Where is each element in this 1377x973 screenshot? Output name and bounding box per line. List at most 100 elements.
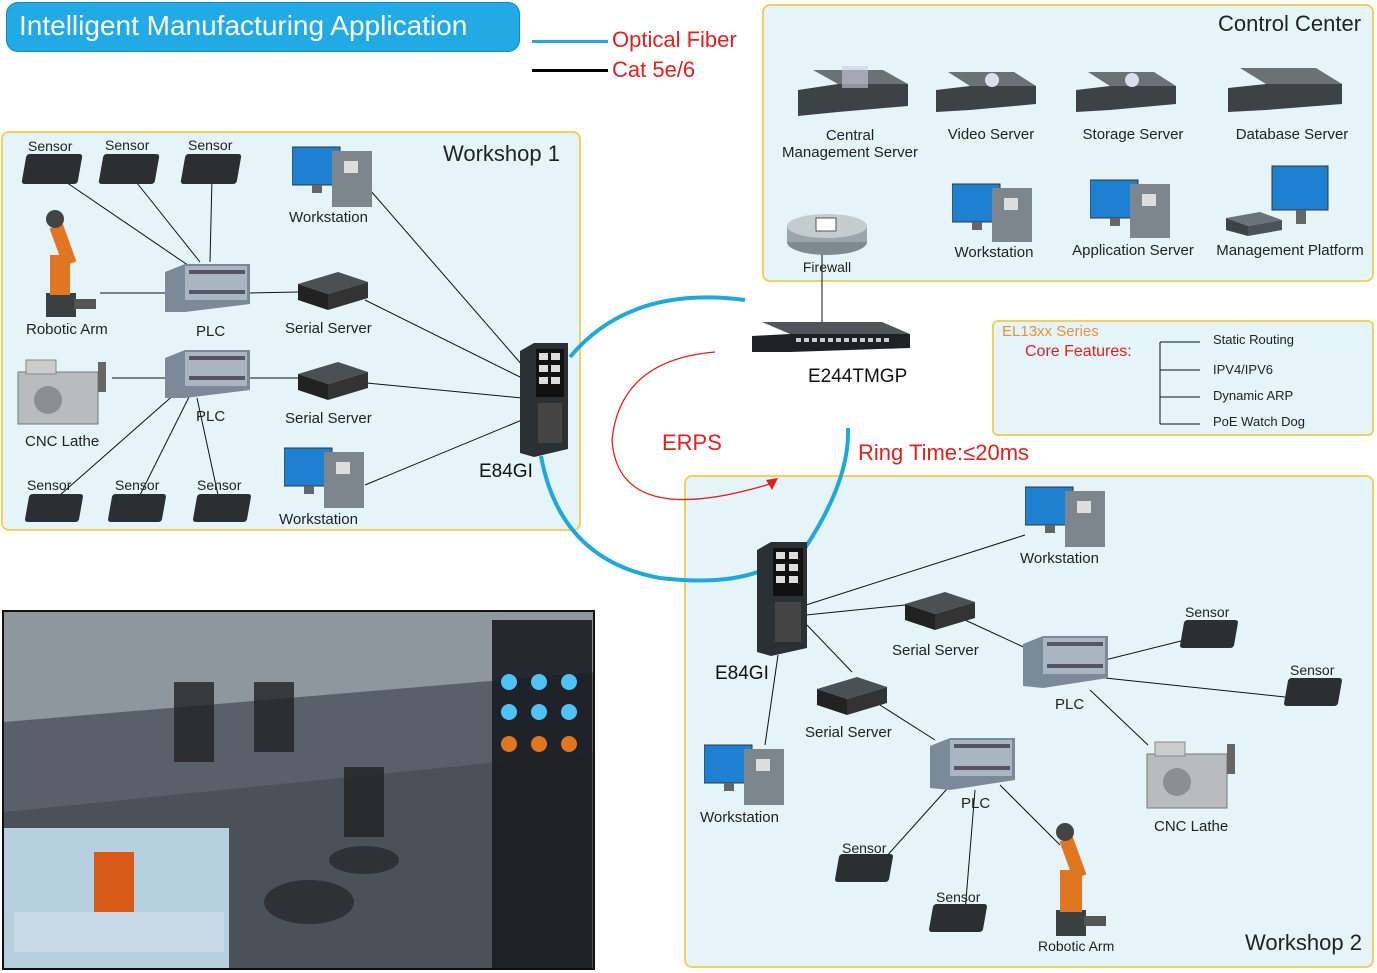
control-center-title: Control Center bbox=[1218, 11, 1362, 36]
w1-workstation-bottom-label: Workstation bbox=[279, 511, 358, 528]
rack-server-icon bbox=[798, 66, 908, 116]
firewall-icon bbox=[787, 214, 867, 255]
w1-cnc-lathe bbox=[14, 356, 112, 434]
w2-sensor-label: Sensor bbox=[842, 840, 887, 856]
w1-sensor-label: Sensor bbox=[28, 138, 73, 154]
core-switch bbox=[752, 318, 910, 366]
cc-workstation bbox=[952, 182, 1034, 244]
w1-sensor bbox=[98, 154, 160, 184]
app-title-banner: Intelligent Manufacturing Application bbox=[6, 2, 520, 52]
fiber-ring-upper bbox=[568, 295, 746, 359]
workstation-icon bbox=[952, 183, 1032, 242]
serial-server-icon bbox=[298, 272, 368, 310]
w1-workstation-top bbox=[292, 145, 374, 211]
factory-render-image bbox=[4, 612, 593, 968]
w2-serial-server-2 bbox=[817, 675, 887, 719]
w1-switch-label: E84GI bbox=[479, 461, 533, 482]
w1-plc-2 bbox=[165, 346, 250, 401]
database-server-label: Database Server bbox=[1235, 126, 1349, 143]
serial-server-icon bbox=[905, 592, 975, 630]
central-management-server bbox=[798, 62, 908, 162]
workstation-icon bbox=[1090, 179, 1170, 238]
w2-workstation-bottom bbox=[704, 743, 786, 809]
w2-serial-server bbox=[905, 590, 975, 634]
switch-icon bbox=[752, 322, 910, 352]
w2-serial-server-2-label: Serial Server bbox=[805, 724, 892, 741]
workshop2-title: Workshop 2 bbox=[1245, 930, 1362, 955]
w2-sensor-label: Sensor bbox=[1290, 662, 1335, 678]
serial-server-icon bbox=[298, 362, 368, 400]
w1-plc-label: PLC bbox=[196, 323, 226, 340]
rack-server-icon bbox=[1228, 68, 1342, 112]
w2-sensor bbox=[1283, 678, 1343, 706]
central-management-server-label: Central Management Server bbox=[782, 127, 918, 161]
w1-workstation-top-label: Workstation bbox=[289, 209, 368, 226]
w1-cnc-lathe-label: CNC Lathe bbox=[25, 433, 100, 450]
w1-sensor-label: Sensor bbox=[197, 477, 242, 493]
app-title: Intelligent Manufacturing Application bbox=[19, 10, 468, 41]
rack-server-icon bbox=[936, 72, 1036, 112]
workshop1-title: Workshop 1 bbox=[443, 141, 560, 166]
w1-sensor-label: Sensor bbox=[105, 137, 150, 153]
management-platform bbox=[1226, 164, 1330, 240]
plc-icon bbox=[930, 738, 1015, 790]
w1-sensor bbox=[107, 494, 167, 522]
w1-workstation-bottom bbox=[284, 446, 366, 512]
erps-arrowhead bbox=[766, 478, 778, 490]
w2-sensor bbox=[1179, 620, 1239, 648]
plc-icon bbox=[165, 350, 250, 398]
w2-sensor-label: Sensor bbox=[1185, 604, 1230, 620]
w2-workstation-top bbox=[1025, 485, 1107, 551]
w1-sensor bbox=[24, 494, 84, 522]
legend: Optical Fiber Cat 5e/6 bbox=[532, 26, 752, 86]
legend-cat-line bbox=[532, 69, 608, 72]
ring-time-label: Ring Time:≤20ms bbox=[858, 440, 1030, 465]
cnc-lathe-icon bbox=[1146, 741, 1235, 809]
serial-server-icon bbox=[817, 677, 887, 715]
cnc-lathe-icon bbox=[17, 359, 106, 425]
w2-sensor-label: Sensor bbox=[936, 889, 981, 905]
w2-plc-2-label: PLC bbox=[961, 795, 991, 812]
fiber-ring-right bbox=[803, 427, 851, 550]
robot-arm-icon bbox=[1056, 823, 1106, 936]
w1-plc bbox=[165, 260, 250, 315]
w1-sensor-label: Sensor bbox=[115, 477, 160, 493]
workstation-icon bbox=[1025, 486, 1105, 547]
core-switch-label: E244TMGP bbox=[808, 366, 908, 387]
w2-sensor bbox=[928, 904, 988, 932]
w1-plc-2-label: PLC bbox=[196, 408, 226, 425]
w2-plc bbox=[1023, 632, 1108, 690]
mini-pc-monitor-icon bbox=[1226, 165, 1329, 236]
legend-optical-label: Optical Fiber bbox=[612, 27, 737, 52]
w1-serial-server-2-label: Serial Server bbox=[285, 410, 372, 427]
legend-cat-label: Cat 5e/6 bbox=[612, 57, 696, 82]
w2-switch-label: E84GI bbox=[715, 663, 769, 684]
management-platform-label: Management Platform bbox=[1216, 242, 1364, 259]
w2-workstation-top-label: Workstation bbox=[1020, 550, 1099, 567]
w2-robotic-arm-label: Robotic Arm bbox=[1038, 938, 1115, 954]
erps-arc bbox=[611, 351, 771, 501]
storage-server-label: Storage Server bbox=[1082, 126, 1184, 143]
w1-robotic-arm-label: Robotic Arm bbox=[26, 321, 108, 338]
erps-label: ERPS bbox=[662, 430, 722, 455]
workstation-icon bbox=[704, 744, 784, 805]
w2-robotic-arm bbox=[1040, 820, 1110, 938]
factory-3d-photo bbox=[2, 610, 595, 970]
features-title: Core Features: bbox=[1025, 343, 1132, 360]
w1-serial-server bbox=[298, 270, 368, 314]
w1-sensor bbox=[180, 154, 242, 184]
w2-plc-label: PLC bbox=[1055, 696, 1085, 713]
features-panel bbox=[992, 320, 1374, 436]
legend-optical-line bbox=[532, 40, 608, 43]
feature-item-4: PoE Watch Dog bbox=[1213, 414, 1306, 429]
video-server bbox=[936, 66, 1036, 126]
rack-server-icon bbox=[1076, 72, 1176, 112]
w2-cnc-lathe bbox=[1143, 738, 1241, 818]
plc-icon bbox=[1023, 636, 1108, 688]
video-server-label: Video Server bbox=[947, 126, 1035, 143]
w2-cnc-lathe-label: CNC Lathe bbox=[1154, 818, 1229, 835]
w1-sensor-label: Sensor bbox=[188, 137, 233, 153]
industrial-switch-icon bbox=[520, 343, 568, 457]
cc-workstation-label: Workstation bbox=[954, 244, 1034, 261]
robot-arm-icon bbox=[46, 210, 96, 317]
